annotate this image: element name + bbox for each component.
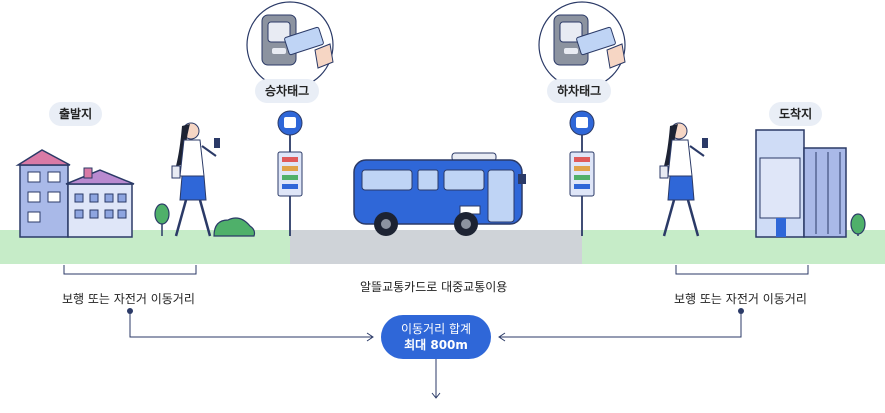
bracket-left bbox=[63, 265, 197, 275]
woman-walking-icon bbox=[171, 122, 220, 237]
bracket-right bbox=[675, 265, 809, 275]
total-distance-title: 이동거리 합계 bbox=[400, 322, 472, 336]
boarding-bus-stop bbox=[246, 1, 334, 236]
origin-label: 출발지 bbox=[49, 102, 103, 126]
bus-icon bbox=[353, 152, 526, 236]
total-distance-badge: 이동거리 합계 최대 800m bbox=[381, 315, 491, 359]
boarding-tag-label: 승차태그 bbox=[255, 79, 320, 103]
road bbox=[290, 230, 582, 264]
walk-right-label: 보행 또는 자전거 이동거리 bbox=[674, 292, 807, 306]
walk-left-label: 보행 또는 자전거 이동거리 bbox=[62, 292, 195, 306]
house-icon bbox=[15, 149, 135, 238]
bush-icon bbox=[213, 217, 256, 237]
building-icon bbox=[755, 129, 847, 238]
alighting-tag-label: 하차태그 bbox=[547, 79, 612, 103]
woman-walking-icon bbox=[659, 122, 708, 237]
transit-label: 알뜰교통카드로 대중교통이용 bbox=[360, 280, 508, 294]
total-distance-value: 최대 800m bbox=[404, 338, 468, 352]
connector-left bbox=[129, 311, 372, 338]
tree-icon bbox=[850, 213, 866, 236]
destination-label: 도착지 bbox=[769, 102, 823, 126]
connector-right bbox=[500, 311, 742, 338]
tree-icon bbox=[154, 203, 170, 236]
alighting-bus-stop bbox=[538, 1, 626, 236]
chevron-down-icon bbox=[431, 392, 441, 399]
